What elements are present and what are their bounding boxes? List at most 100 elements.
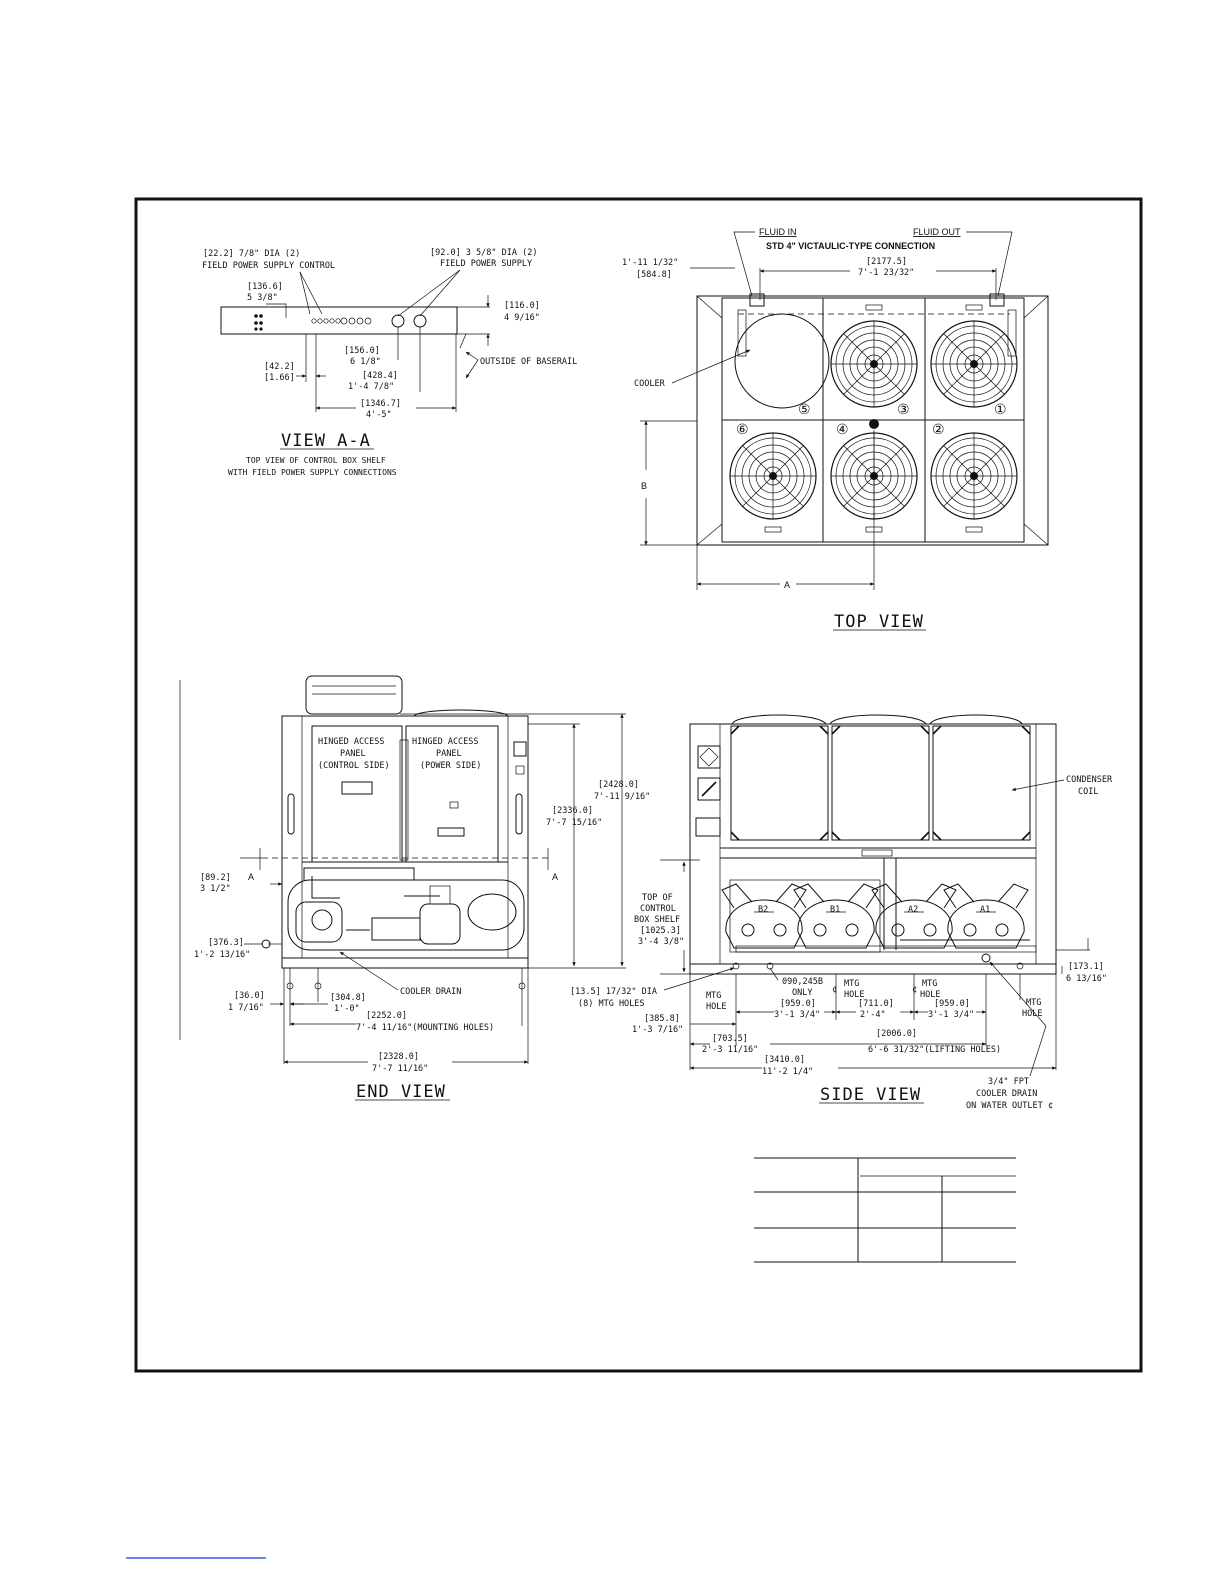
dimension-table	[754, 1157, 1016, 1263]
d22520-a: [2252.0]	[366, 1011, 407, 1021]
fluid-out-nozzle	[989, 293, 1005, 307]
mtg-hole-a-2: HOLE	[844, 990, 864, 1000]
panel-right-1: HINGED ACCESS	[412, 737, 479, 747]
drain-label-1: 3/4" FPT	[988, 1077, 1029, 1087]
fluid-in-nozzle	[749, 293, 765, 307]
panel-right-2: PANEL	[436, 749, 462, 759]
d1366-b: 5 3/8"	[247, 293, 278, 303]
connection-label: STD 4" VICTAULIC-TYPE CONNECTION	[766, 241, 935, 251]
condenser-coil-2	[831, 725, 930, 841]
fan-2	[930, 432, 1018, 520]
drain-label-2: COOLER DRAIN	[976, 1089, 1037, 1099]
d5848-a: 1'-11 1/32"	[622, 258, 678, 268]
mtg-hole-a-1: MTG	[844, 979, 859, 989]
cooler-drain-fitting	[981, 953, 991, 963]
d360-a: [36.0]	[234, 991, 265, 1001]
leader-1366	[266, 303, 287, 318]
condenser-coil-3	[932, 725, 1031, 841]
d9590-b: 3'-1 3/4"	[774, 1010, 820, 1020]
only-label-a: 090,245B	[782, 977, 823, 987]
dim-power-a: [92.0] 3 5/8" DIA (2)	[430, 248, 537, 258]
d1160-b: 4 9/16"	[504, 313, 540, 323]
comp-label-a1: A1	[980, 905, 990, 915]
cooler-drain-label: COOLER DRAIN	[400, 987, 461, 997]
top-unit-outline	[696, 295, 1049, 546]
leader-control-1	[299, 271, 311, 315]
d3763-b: 1'-2 13/16"	[194, 950, 250, 960]
condenser-label-1: CONDENSER	[1066, 775, 1113, 785]
mtg-hole-c-1: MTG	[706, 991, 721, 1001]
d23280-b: 7'-7 11/16"	[372, 1064, 428, 1074]
d23280-a: [2328.0]	[378, 1052, 419, 1062]
cl-b: ¢	[912, 985, 917, 995]
d13467-a: [1346.7]	[360, 399, 401, 409]
d13467-b: 4'-5"	[366, 410, 392, 420]
d892-b: 3 1/2"	[200, 884, 231, 894]
leader-power-1	[397, 269, 461, 317]
fan-number-6: ⑥	[736, 422, 749, 438]
end-unit-outline	[281, 715, 529, 959]
d20060-a: [2006.0]	[876, 1029, 917, 1039]
shelf-label-3: BOX SHELF	[634, 915, 680, 925]
view-a-a-caption-2: WITH FIELD POWER SUPPLY CONNECTIONS	[228, 468, 397, 477]
cl-a: ¢	[832, 985, 837, 995]
compressor-b2	[721, 883, 807, 949]
end-fan-top-left	[305, 675, 403, 715]
drain-label-3: ON WATER OUTLET ¢	[966, 1101, 1053, 1111]
shelf-label-4: [1025.3]	[640, 926, 681, 936]
mtg-hole-c-2: HOLE	[706, 1002, 726, 1012]
d9590-a: [959.0]	[780, 999, 816, 1009]
d24280-a: [2428.0]	[598, 780, 639, 790]
comp-label-b1: B1	[830, 905, 840, 915]
end-view-title: END VIEW	[356, 1082, 446, 1102]
d7110-b: 2'-4"	[860, 1010, 886, 1020]
d3048-b: 1'-0"	[334, 1004, 360, 1014]
control-panel-badge	[697, 745, 721, 769]
d7110-a: [711.0]	[858, 999, 894, 1009]
d21775-a: [2177.5]	[866, 257, 907, 267]
shelf-label-1: TOP OF	[642, 893, 673, 903]
d1560-b: 6 1/8"	[350, 357, 381, 367]
sheet-border	[134, 197, 1143, 1373]
condenser-label-2: COIL	[1078, 787, 1098, 797]
section-a-right: A	[552, 872, 558, 882]
d3763-a: [376.3]	[208, 938, 244, 948]
fan-3	[830, 320, 918, 408]
d9590r-b: 3'-1 3/4"	[928, 1010, 974, 1020]
panel-left-1: HINGED ACCESS	[318, 737, 385, 747]
d24280-b: 7'-11 9/16"	[594, 792, 650, 802]
d4284-b: 1'-4 7/8"	[348, 382, 394, 392]
mtg-hole-b-2: HOLE	[920, 990, 940, 1000]
d21775-b: 7'-1 23/32"	[858, 268, 914, 278]
comp-label-a2: A2	[908, 905, 918, 915]
cooler-label: COOLER	[634, 379, 666, 389]
d7035-a: [703.5]	[712, 1034, 748, 1044]
d20060-b: 6'-6 31/32"(LIFTING HOLES)	[868, 1045, 1001, 1055]
shelf-label-5: 3'-4 3/8"	[638, 937, 684, 947]
side-unit-outline	[689, 723, 1057, 965]
cooler-vessel	[734, 313, 830, 409]
leader-control-2	[299, 271, 323, 315]
view-a-a-caption-1: TOP VIEW OF CONTROL BOX SHELF	[246, 456, 386, 465]
fan-number-4: ④	[836, 422, 849, 438]
d4284-a: [428.4]	[362, 371, 398, 381]
d1731-a: [173.1]	[1068, 962, 1104, 972]
section-a-left: A	[248, 872, 254, 882]
mtg-hole-b-1: MTG	[922, 979, 937, 989]
d1560-a: [156.0]	[344, 346, 380, 356]
fluid-out-label: FLUID OUT	[913, 227, 961, 237]
d3858-b: 1'-3 7/16"	[632, 1025, 683, 1035]
shelf-label-2: CONTROL	[640, 904, 676, 914]
fan-number-5: ⑤	[798, 402, 811, 418]
d34100-a: [3410.0]	[764, 1055, 805, 1065]
holes-label-a: [13.5] 17/32" DIA	[570, 987, 657, 997]
panel-right-3: (POWER SIDE)	[420, 761, 481, 771]
control-box-shelf	[220, 306, 458, 335]
top-view-title: TOP VIEW	[834, 612, 924, 632]
view-a-a: [22.2] 7/8" DIA (2) FIELD POWER SUPPLY C…	[202, 248, 577, 477]
leader-power-2	[419, 269, 461, 317]
dim-control-a: [22.2] 7/8" DIA (2)	[203, 249, 300, 259]
d1160-a: [116.0]	[504, 301, 540, 311]
d892-a: [89.2]	[200, 873, 231, 883]
panel-left-2: PANEL	[340, 749, 366, 759]
